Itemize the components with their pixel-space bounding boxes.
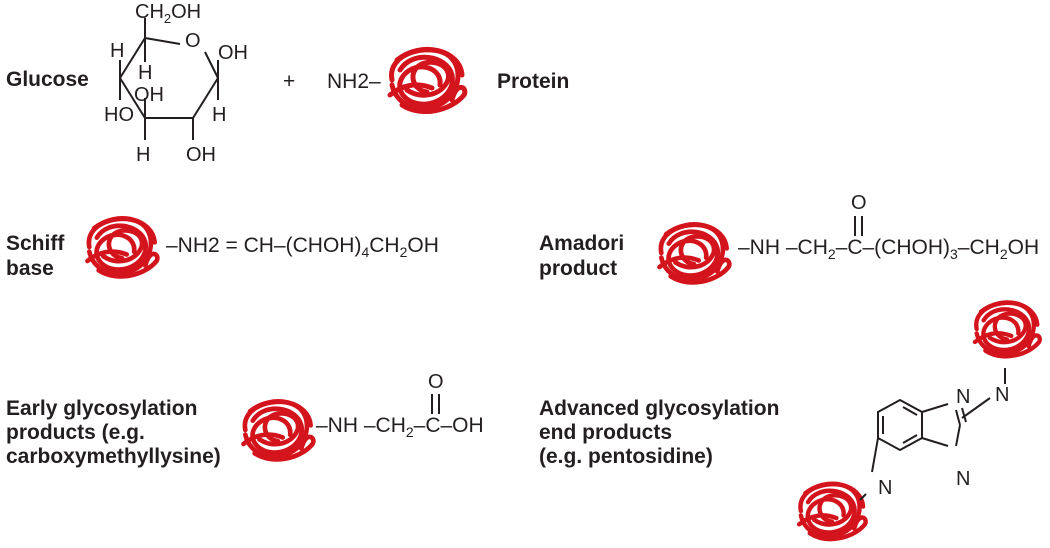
protein-coil-icon xyxy=(796,481,868,542)
advanced-label-line2: end products xyxy=(539,421,673,444)
glucose-ring-oxygen: O xyxy=(185,30,201,52)
early-formula: –NH –CH2–C–OH xyxy=(316,414,484,440)
glucose-sub-h: H xyxy=(136,144,151,166)
glucose-ch2oh: CH2OH xyxy=(135,1,202,26)
early-label-line1: Early glycosylation xyxy=(6,397,198,420)
pentosidine-n-protein: N xyxy=(878,477,893,499)
early-label-line2: products (e.g. xyxy=(6,421,145,444)
glucose-sub-ho: HO xyxy=(104,104,134,126)
protein-coil-icon xyxy=(972,300,1042,359)
early-label-line3: carboxymethyllysine) xyxy=(6,445,221,468)
early-carbonyl-o: O xyxy=(428,371,444,393)
protein-coil-icon xyxy=(241,399,316,462)
glucose-sub-h: H xyxy=(138,62,153,84)
amadori-label-line1: Amadori xyxy=(539,232,625,255)
glucose-sub-h: H xyxy=(110,40,125,62)
protein-coil-icon xyxy=(85,216,160,279)
amadori-label-line2: product xyxy=(539,257,618,280)
pentosidine-n-ring-upper: N xyxy=(956,386,971,408)
advanced-label-line1: Advanced glycosylation xyxy=(539,397,780,420)
protein-coil-icon xyxy=(387,46,468,115)
schiff-label-line1: Schiff xyxy=(6,232,65,255)
amadori-carbonyl-o: O xyxy=(851,192,867,214)
plus-sign: + xyxy=(283,70,296,93)
protein-label: Protein xyxy=(497,70,570,93)
amadori-formula: –NH –CH2–C–(CHOH)3–CH2OH xyxy=(738,236,1040,262)
glucose-sub-oh: OH xyxy=(186,144,216,166)
protein-coil-icon xyxy=(657,222,732,285)
glucose-sub-oh: OH xyxy=(218,42,248,64)
pentosidine-n-ring-lower: N xyxy=(956,468,971,490)
glucose-label: Glucose xyxy=(6,68,89,91)
protein-amine: NH2– xyxy=(327,70,381,93)
glucose-sub-h: H xyxy=(212,104,227,126)
glucose-sub-oh: OH xyxy=(134,84,164,106)
schiff-label-line2: base xyxy=(6,257,54,280)
advanced-label-line3: (e.g. pentosidine) xyxy=(539,445,713,468)
pentosidine-n-linker: N xyxy=(995,384,1010,406)
schiff-formula: –NH2 = CH–(CHOH)4CH2OH xyxy=(166,234,439,260)
